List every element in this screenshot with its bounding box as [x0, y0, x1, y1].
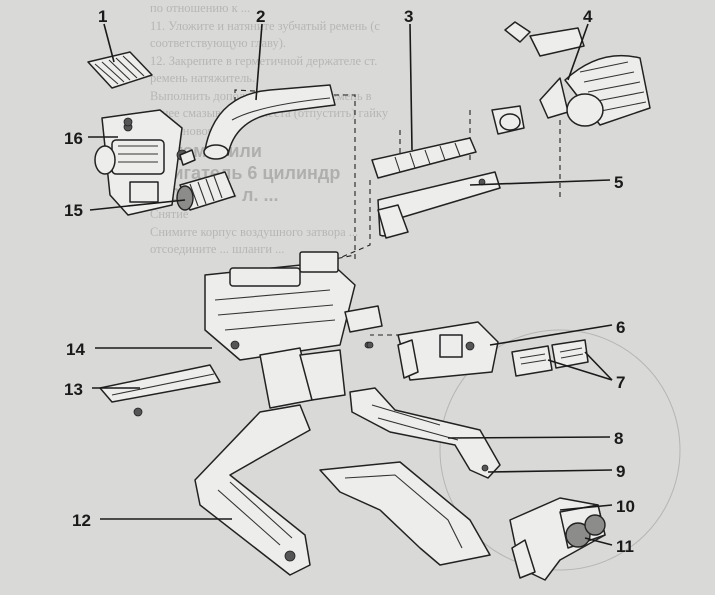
callout-2: 2 — [256, 7, 265, 26]
callout-15: 15 — [64, 201, 83, 220]
callout-9: 9 — [616, 462, 625, 481]
part-10-rear-console-vent — [509, 497, 606, 581]
part-4-side-vent — [504, 21, 651, 127]
part-5-lower-air-duct — [377, 171, 501, 239]
part-1-air-vent-grille — [87, 51, 153, 89]
callout-1: 1 — [98, 7, 107, 26]
callout-16: 16 — [64, 129, 83, 148]
part-7-paired-vent-grilles — [511, 339, 589, 377]
part-12-floor-duct-long-left — [194, 404, 311, 576]
callout-5: 5 — [614, 173, 623, 192]
callout-14: 14 — [66, 340, 85, 359]
fasteners — [123, 117, 374, 349]
part-8-rear-floor-duct — [349, 387, 501, 479]
part-13-floor-duct-left — [99, 364, 221, 417]
callout-8: 8 — [614, 429, 623, 448]
part-14-distribution-housing — [204, 251, 383, 409]
part-2-bent-air-duct — [203, 84, 336, 160]
callout-12: 12 — [72, 511, 91, 530]
part-3-side-air-duct — [371, 105, 525, 179]
part-15-round-nozzle — [176, 171, 236, 211]
callout-10: 10 — [616, 497, 635, 516]
callout-leader-lines — [88, 23, 613, 546]
callout-3: 3 — [404, 7, 413, 26]
callout-labels: 1 2 3 4 5 6 7 8 9 10 11 12 13 14 15 16 — [64, 7, 635, 556]
part-9-tunnel-bracket — [319, 461, 491, 566]
callout-4: 4 — [583, 7, 593, 26]
callout-6: 6 — [616, 318, 625, 337]
callout-7: 7 — [616, 373, 625, 392]
callout-11: 11 — [616, 537, 634, 556]
part-16-nozzle-housing — [94, 109, 188, 216]
ghost-circle — [439, 329, 681, 571]
part-6-central-vent-unit — [397, 321, 499, 381]
callout-13: 13 — [64, 380, 83, 399]
